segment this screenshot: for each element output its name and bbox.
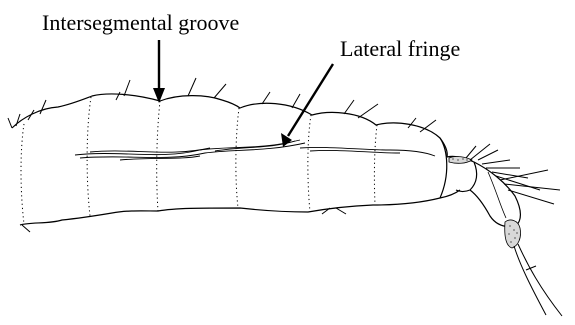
lateral-fringe xyxy=(75,140,435,160)
antenna-base-stipple xyxy=(505,220,521,248)
groove-line xyxy=(157,101,160,211)
antenna xyxy=(514,244,562,316)
intersegmental-groove-label: Intersegmental groove xyxy=(42,10,239,35)
setae xyxy=(8,78,436,232)
groove-line xyxy=(308,115,311,212)
groove-line xyxy=(87,97,91,216)
collar-stipple xyxy=(449,157,472,164)
head-capsule xyxy=(470,162,520,227)
intersegmental-grooves xyxy=(21,97,377,224)
lateral-fringe-label: Lateral fringe xyxy=(340,36,460,61)
groove-line xyxy=(374,125,377,205)
head-setae xyxy=(466,144,560,204)
stippled-patches xyxy=(449,157,521,248)
groove-line xyxy=(21,124,24,224)
groove-line xyxy=(236,108,239,208)
ventral-outline xyxy=(20,190,460,225)
intersegmental-groove-arrow xyxy=(153,40,165,103)
